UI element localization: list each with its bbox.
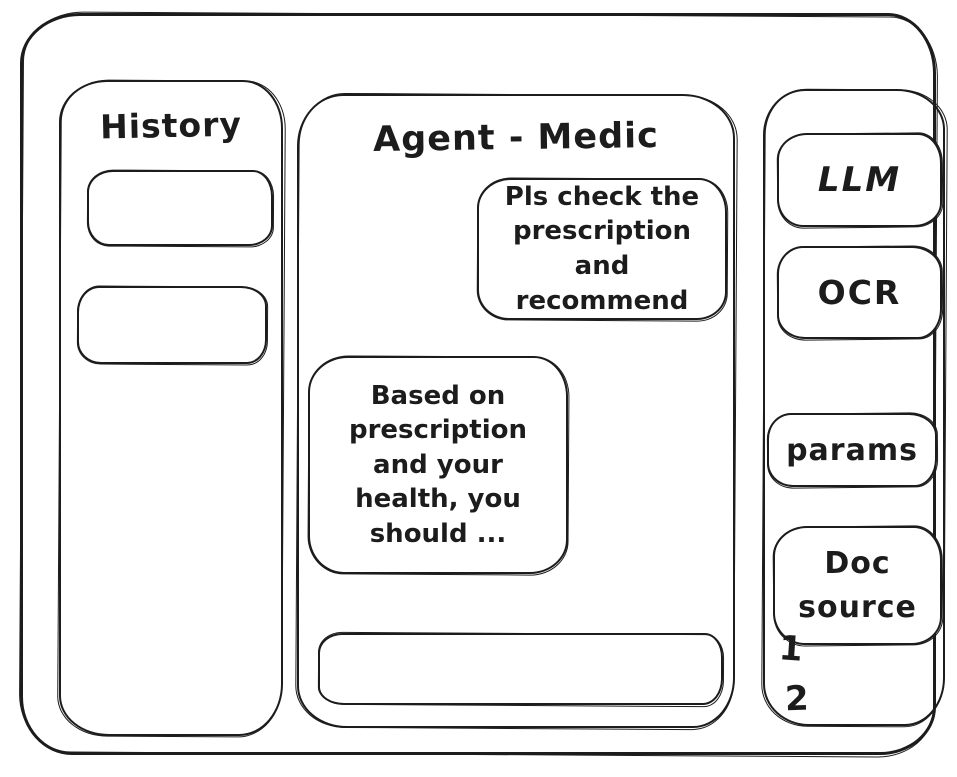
doc-source-item-1[interactable]: 1 xyxy=(777,628,805,670)
chat-title: Agent - Medic xyxy=(372,116,660,160)
message-input[interactable] xyxy=(318,633,723,705)
doc-source-button[interactable]: Doc source xyxy=(773,526,942,645)
tools-panel: LLM OCR params Doc source 1 2 xyxy=(763,89,945,726)
history-panel: History xyxy=(59,80,283,736)
assistant-message-bubble: Based on prescription and your health, y… xyxy=(308,356,568,574)
user-message-text: Pls check the prescription and recommend xyxy=(504,181,700,316)
params-button[interactable]: params xyxy=(767,413,937,487)
history-item[interactable] xyxy=(87,170,273,246)
history-item[interactable] xyxy=(77,286,267,364)
app-window: History Agent - Medic Pls check the pres… xyxy=(20,13,945,755)
llm-button[interactable]: LLM xyxy=(777,133,942,227)
assistant-message-text: Based on prescription and your health, y… xyxy=(348,380,527,549)
ocr-button[interactable]: OCR xyxy=(777,246,942,339)
chat-panel: Agent - Medic Pls check the prescription… xyxy=(297,94,735,728)
user-message-bubble: Pls check the prescription and recommend xyxy=(477,178,727,320)
doc-source-item-2[interactable]: 2 xyxy=(784,678,810,720)
history-title: History xyxy=(99,104,243,147)
